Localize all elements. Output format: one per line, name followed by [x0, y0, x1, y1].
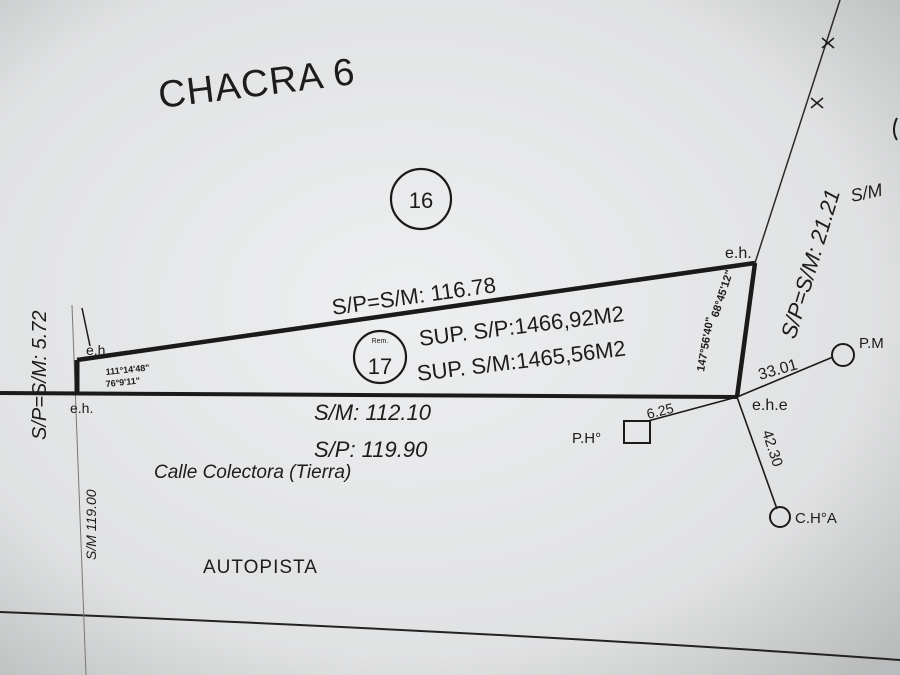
ph-marker — [623, 420, 651, 444]
angle-west-bottom: 76°9'11" — [105, 375, 140, 389]
lot16-number: 16 — [409, 188, 433, 213]
lot17-east-side — [734, 262, 758, 398]
cha-label: C.H°A — [795, 510, 837, 527]
lot17-tag: Rem. — [372, 338, 389, 345]
south-side-sm-label: S/M: 112.10 — [314, 400, 432, 425]
lot16-circle — [389, 167, 453, 231]
lot17-north-side — [76, 260, 756, 363]
vertex-ne-label: e.h. — [725, 245, 752, 262]
tie-line-to-cha — [736, 396, 778, 510]
west-offset-label: S/M 119.00 — [83, 489, 99, 560]
collector-street-label: Calle Colectora (Tierra) — [154, 462, 351, 483]
tie-line-to-pm — [736, 356, 834, 398]
lot17-number: 17 — [368, 354, 392, 379]
vertex-sw-label: e.h. — [70, 400, 93, 416]
cha-marker — [769, 506, 791, 528]
pm-marker — [831, 343, 855, 367]
lot17-circle — [352, 329, 408, 385]
pm-label: P.M — [859, 335, 884, 352]
east-edge-curve — [893, 117, 898, 141]
vertex-se-label: e.h.e — [752, 397, 788, 414]
south-side-sp-label: S/P: 119.90 — [314, 437, 428, 462]
highway-label: AUTOPISTA — [203, 557, 318, 578]
west-street-line — [71, 304, 87, 675]
angle-west-top: 111°14'48" — [105, 362, 150, 377]
baseline-street-line — [0, 391, 739, 399]
tie-line-to-ph — [647, 396, 738, 422]
fence-marks — [810, 37, 835, 109]
west-side-label: S/P=S/M: 5.72 — [29, 310, 51, 440]
vertex-nw-label: e.h. — [86, 342, 109, 358]
west-tick-line — [81, 307, 91, 347]
highway-edge-line — [0, 611, 900, 661]
tie-ph-distance: 6.25 — [645, 400, 676, 422]
ph-label: P.H° — [572, 430, 601, 447]
